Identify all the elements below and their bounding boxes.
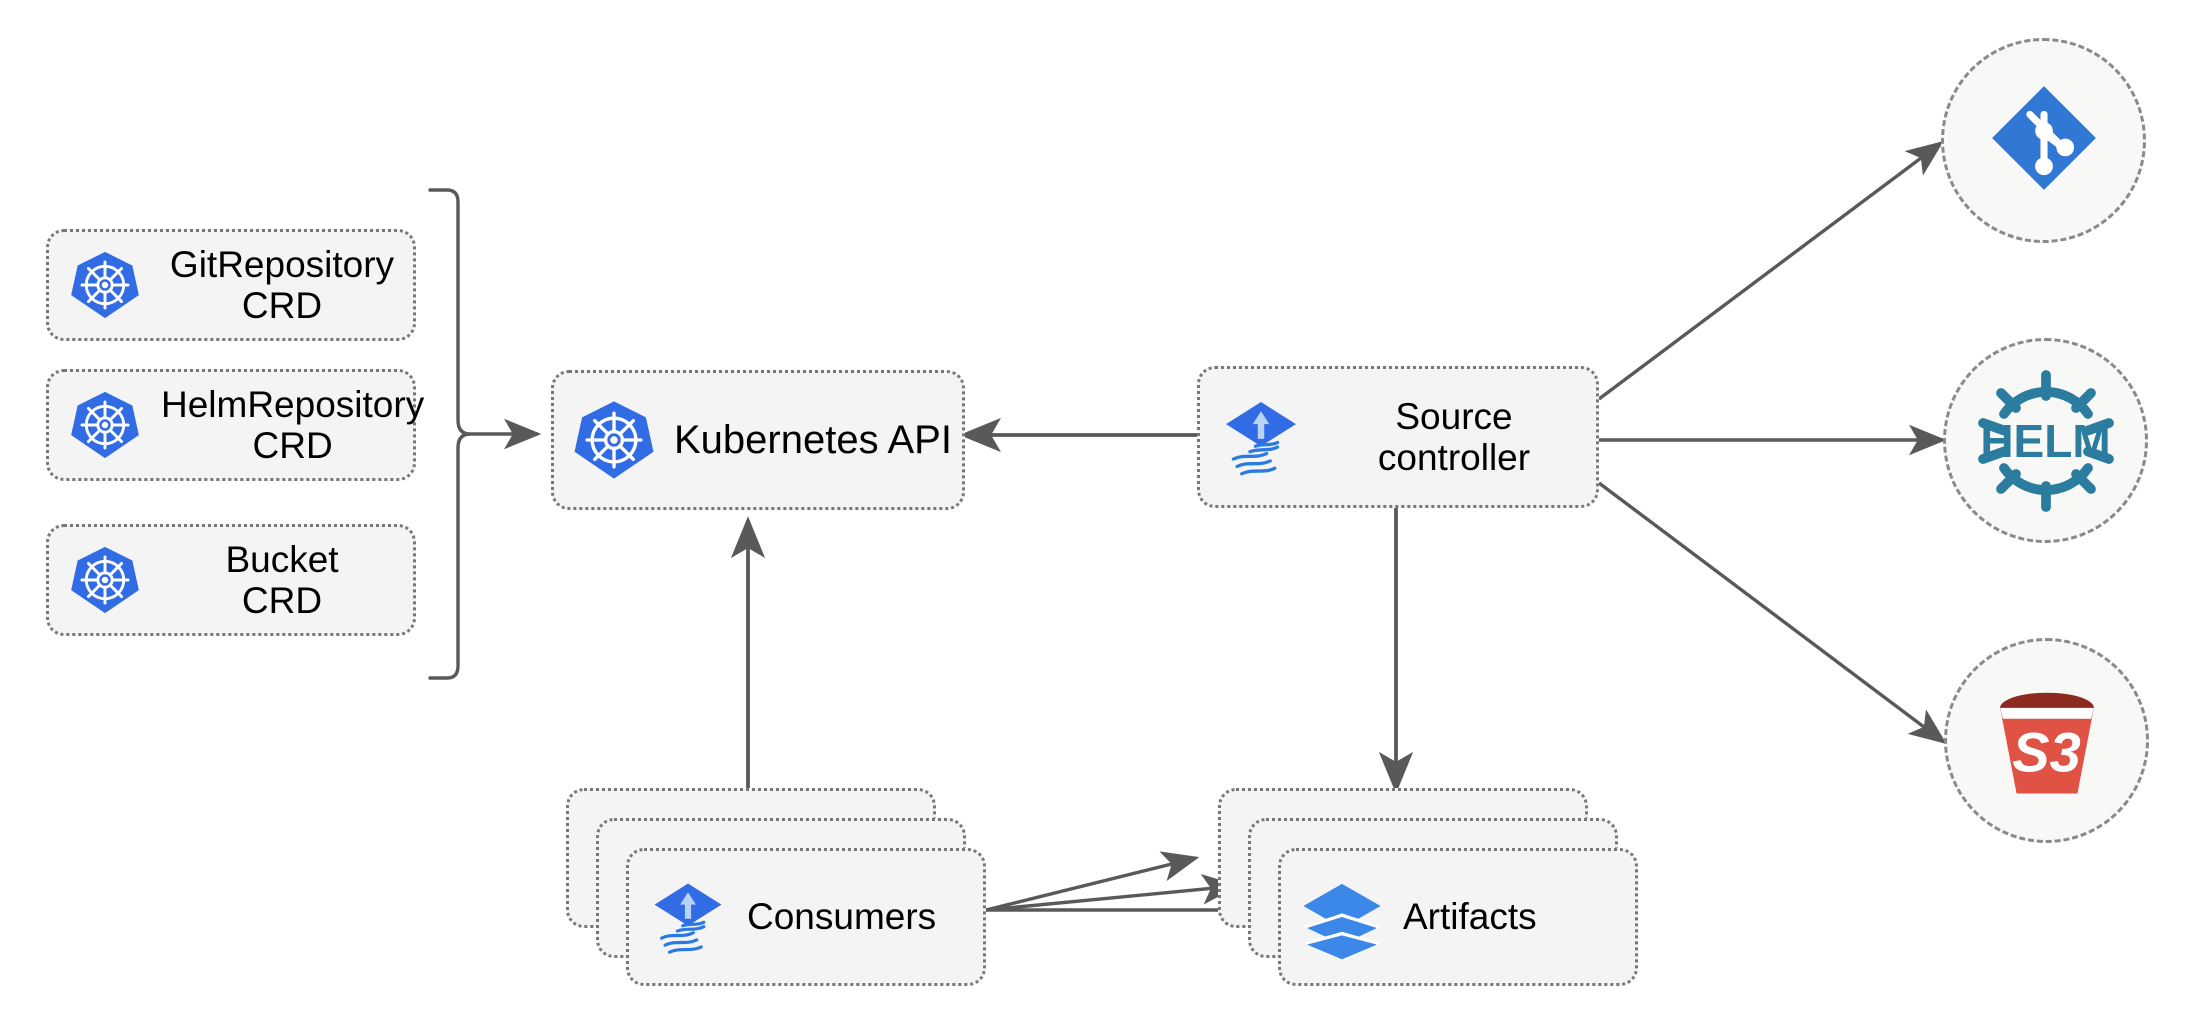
- flux-icon: [1200, 391, 1322, 483]
- node-source-controller[interactable]: Source controller: [1197, 366, 1599, 508]
- crd-card-bucket[interactable]: Bucket CRD: [46, 524, 416, 636]
- node-label: Kubernetes API: [674, 417, 952, 462]
- node-label: Artifacts: [1403, 896, 1537, 938]
- kubernetes-icon: [49, 249, 161, 321]
- edge-consumers-to-artifacts-1: [985, 851, 1200, 912]
- flux-icon: [629, 873, 747, 961]
- node-label: Consumers: [747, 896, 937, 938]
- helm-label: HELM: [1980, 414, 2111, 467]
- endpoint-git[interactable]: [1941, 38, 2146, 243]
- crd-card-helmrepository[interactable]: HelmRepository CRD: [46, 369, 424, 481]
- git-icon: [1985, 79, 2103, 202]
- kubernetes-icon: [49, 544, 161, 616]
- crd-card-label: GitRepository CRD: [169, 243, 395, 326]
- crd-group-bracket: [428, 188, 471, 680]
- node-label: Source controller: [1377, 395, 1531, 478]
- edge-source-controller-to-git: [1597, 140, 1944, 401]
- edge-source-controller-to-s3: [1597, 481, 1947, 745]
- endpoint-helm[interactable]: HELM: [1943, 338, 2148, 543]
- node-consumers[interactable]: Consumers: [626, 848, 986, 986]
- crd-card-label: HelmRepository CRD: [161, 383, 425, 466]
- helm-icon: [1946, 341, 2145, 540]
- node-artifacts[interactable]: Artifacts: [1278, 848, 1638, 986]
- endpoint-s3[interactable]: S3: [1944, 638, 2149, 843]
- kubernetes-icon: [49, 389, 161, 461]
- kubernetes-icon: [554, 398, 674, 482]
- s3-label: S3: [2012, 720, 2081, 784]
- layers-icon: [1281, 871, 1403, 963]
- edge-consumers-to-artifacts-2: [985, 874, 1240, 912]
- crd-card-label: Bucket CRD: [225, 538, 339, 621]
- node-kubernetes-api[interactable]: Kubernetes API: [551, 370, 965, 510]
- s3-bucket-icon: [1947, 641, 2146, 840]
- crd-card-gitrepository[interactable]: GitRepository CRD: [46, 229, 416, 341]
